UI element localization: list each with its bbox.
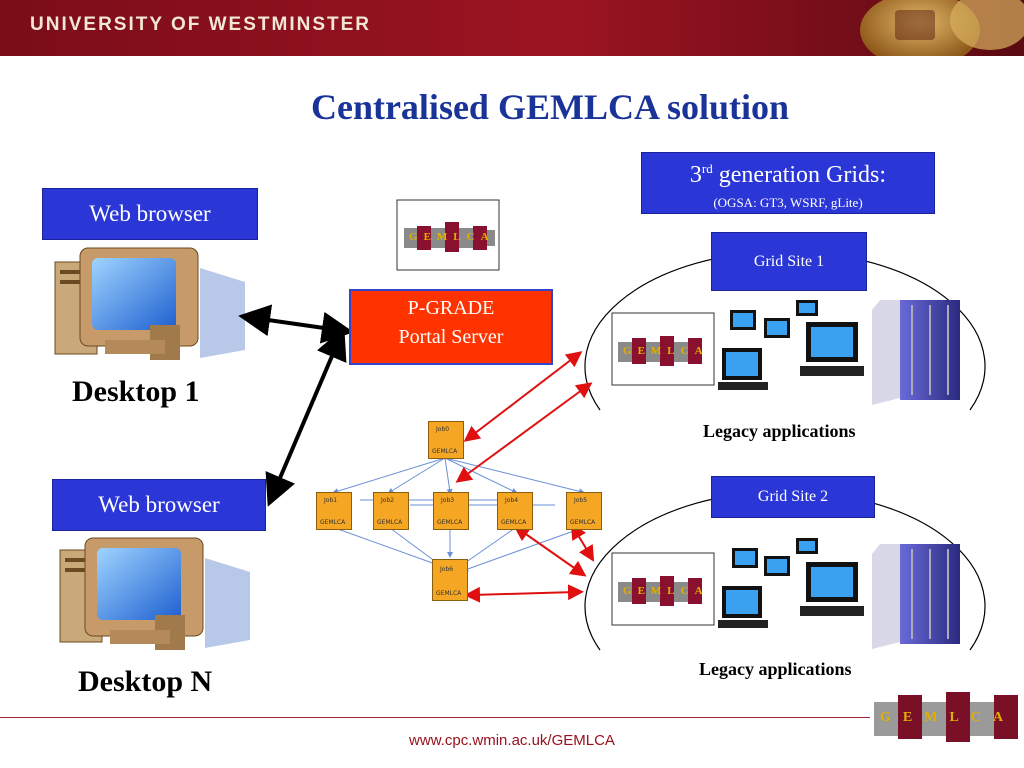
web-browser-2-label: Web browser [52,479,266,531]
desktopn-portal-arrow [265,327,347,507]
portal-server-box: P-GRADE Portal Server [349,289,553,365]
desktop-n-computer [59,537,250,650]
grid-site-2-workstations [718,538,864,628]
gemlca-letters-top: GEMLCA [409,231,495,243]
desktop-1-label: Desktop 1 [72,375,200,408]
grid-generation-box: 3rd generation Grids: (OGSA: GT3, WSRF, … [641,152,935,214]
gemlca-logo-footer [874,692,1018,742]
desktop-n-label: Desktop N [78,665,213,698]
grid-site-1-label: Grid Site 1 [711,232,867,291]
gemlca-letters-footer: GEMLCA [880,710,1016,725]
gemlca-letters-site-1: GEMLCA [623,345,709,357]
footer-url: www.cpc.wmin.ac.uk/GEMLCA [409,732,615,749]
legacy-applications-2-label: Legacy applications [699,659,852,679]
crest-graphic [860,0,1024,56]
desktop-1-computer [54,247,245,360]
header-bar [0,0,1024,56]
gemlca-logo-site-1 [611,312,715,386]
slide-title: Centralised GEMLCA solution [310,87,790,127]
grid-generation-heading: 3rd generation Grids: [689,161,887,188]
portal-line-1: P-GRADE [407,297,495,319]
footer-divider [0,717,870,718]
grid-site-1-server [872,300,960,405]
portal-line-2: Portal Server [398,326,504,348]
grid-site-2-server [872,544,960,649]
gemlca-letters-site-2: GEMLCA [623,585,709,597]
gemlca-logo-site-2 [611,552,715,626]
grid-site-2-label: Grid Site 2 [711,476,875,518]
gemlca-logo-top [396,199,500,271]
legacy-applications-1-label: Legacy applications [703,421,856,441]
submission-arrows [455,351,595,603]
grid-site-1-workstations [718,300,864,390]
university-name: UNIVERSITY OF WESTMINSTER [30,14,372,35]
grid-middleware-list: (OGSA: GT3, WSRF, gLite) [713,195,863,210]
desktop1-portal-arrow [238,304,354,344]
web-browser-1-label: Web browser [42,188,258,240]
